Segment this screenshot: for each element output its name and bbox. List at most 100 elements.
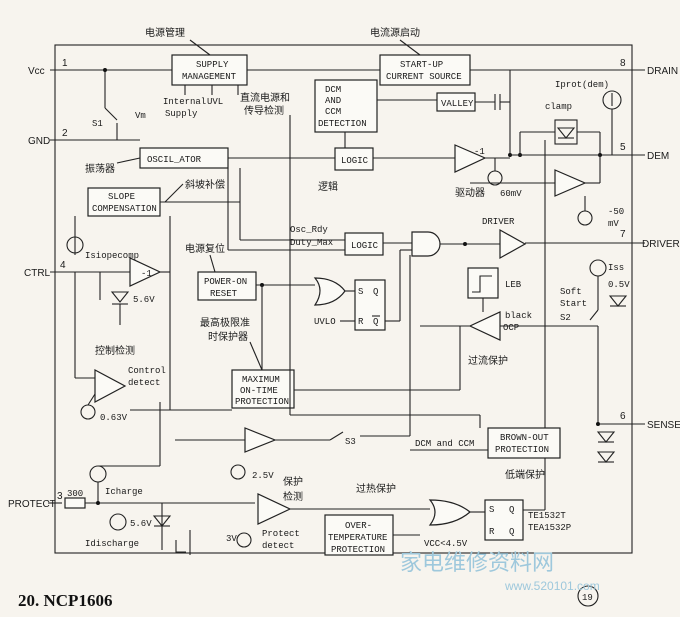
protect-detect-comparator (257, 493, 292, 525)
and-gate (411, 231, 441, 257)
watermark-url: www.520101.com (504, 579, 600, 593)
blatch-q: Q (509, 505, 514, 515)
svg-text:SENSE: SENSE (647, 420, 680, 431)
lowprot-cn: 低端保护 (505, 468, 545, 481)
s3-label: S3 (345, 437, 356, 447)
blatch-r: R (489, 527, 495, 537)
svg-text:DRAIN: DRAIN (647, 66, 678, 77)
ctrl-cn: 控制检测 (95, 344, 135, 357)
ctrl-amp-label: -1 (141, 269, 152, 279)
logic-label-2: LOGIC (351, 241, 379, 251)
svg-text:PROTECT: PROTECT (8, 499, 56, 510)
v50b-label: mV (608, 219, 619, 229)
v3-label: 3V (226, 534, 237, 544)
v56-label: 5.6V (133, 295, 155, 305)
osc-cn: 振荡器 (85, 162, 115, 175)
maxprot-cn-1: 最高极限准 (200, 316, 250, 329)
svg-text:DEM: DEM (647, 151, 669, 162)
otp-label-3: PROTECTION (331, 545, 385, 555)
startup-current-source-block (379, 54, 471, 86)
latch-r-label: R (358, 317, 364, 327)
driver-top-label: DRIVER (482, 217, 515, 227)
startup-label-1: START-UP (400, 60, 443, 70)
te2-label: TEA1532P (528, 523, 571, 533)
driver-cn: 驱动器 (455, 187, 485, 199)
svg-text:CTRL: CTRL (24, 268, 51, 279)
page-number: 19 (582, 593, 593, 603)
supply-label: Supply (165, 109, 198, 119)
s2-label: S2 (560, 313, 571, 323)
pin-sense: SENSE 6 (600, 411, 680, 431)
iss-current-source (589, 259, 607, 277)
maxon-label-3: PROTECTION (235, 397, 289, 407)
dcm-ccm-label: DCM and CCM (415, 439, 474, 449)
idischarge-label: Idischarge (85, 539, 139, 549)
blatch-s: S (489, 505, 494, 515)
startup-label-2: CURRENT SOURCE (386, 72, 462, 82)
power-mgmt-cn: 电源管理 (145, 26, 185, 39)
supply-label-1: SUPPLY (196, 60, 229, 70)
r300-label: 300 (67, 489, 83, 499)
pin-driver: DRIVER 7 (525, 229, 680, 250)
protect-detect-label-1: Protect (262, 529, 300, 539)
svg-text:4: 4 (60, 260, 66, 271)
v56b-label: 5.6V (130, 519, 152, 529)
logic-cn: 逻辑 (318, 180, 338, 193)
latch-q-label: Q (373, 287, 378, 297)
iss-label: Iss (608, 263, 624, 273)
brown-out-protection-block (487, 427, 561, 459)
logic-block-1 (334, 147, 374, 171)
pin-gnd: GND 2 (28, 128, 95, 147)
iprot-label: Iprot(dem) (555, 80, 609, 90)
dem-comparator (454, 144, 487, 173)
chip-title: 20. NCP1606 (18, 591, 112, 610)
vm-label: Vm (135, 111, 146, 121)
black-label: black (505, 311, 532, 321)
duty-max-label: Duty_Max (290, 238, 333, 248)
maxon-label-2: ON-TIME (240, 386, 278, 396)
por-label-2: RESET (210, 289, 238, 299)
dcm-label-1: DCM (325, 85, 341, 95)
svg-text:Vcc: Vcc (28, 66, 45, 77)
watermark-text: 家电维修资料网 (400, 551, 554, 576)
sr-latch (354, 279, 386, 331)
otp-label-1: OVER- (345, 521, 372, 531)
dcm-label-2: AND (325, 96, 341, 106)
dem-comp-minus: -1 (474, 147, 485, 157)
prot-cn-2: 检测 (283, 490, 303, 503)
ocp-comparator (468, 311, 501, 341)
latch-qb-label: Q (373, 317, 378, 327)
soft-label: Soft (560, 287, 582, 297)
neg-comparator (554, 169, 587, 197)
svg-text:7: 7 (620, 229, 626, 240)
slopecomp-current-source (66, 236, 84, 254)
pin-protect: PROTECT 3 (8, 491, 63, 510)
internal-label: Internal (163, 97, 206, 107)
bo-label-2: PROTECTION (495, 445, 549, 455)
svg-text:DRIVER: DRIVER (642, 239, 680, 250)
pin-dem: DEM 5 (600, 142, 669, 162)
leb-block (467, 267, 499, 299)
te1-label: TE1532T (528, 511, 566, 521)
icharge-current-source (89, 465, 107, 483)
svg-text:1: 1 (62, 58, 68, 69)
control-detect-comparator (94, 369, 127, 403)
or-gate (313, 277, 346, 306)
dcm-label-4: DETECTION (318, 119, 367, 129)
start-label: Start (560, 299, 587, 309)
ocp-cn: 过流保护 (468, 354, 508, 367)
pin-drain: DRAIN 8 (470, 58, 678, 77)
dcm-ccm-detection-block (314, 79, 378, 133)
pin-ctrl: CTRL 4 (24, 260, 130, 279)
valley-label: VALLEY (441, 99, 474, 109)
uvl-label: UVL (207, 97, 223, 107)
v063-label: 0.63V (100, 413, 128, 423)
pin-vcc: Vcc 1 (28, 58, 172, 77)
svg-text:3: 3 (57, 491, 63, 502)
bottom-or-gate (428, 499, 471, 526)
over-temperature-block (324, 514, 394, 556)
bottom-sr-latch (484, 499, 524, 541)
ctrl-amplifier (129, 257, 162, 287)
blatch-qb: Q (509, 527, 514, 537)
